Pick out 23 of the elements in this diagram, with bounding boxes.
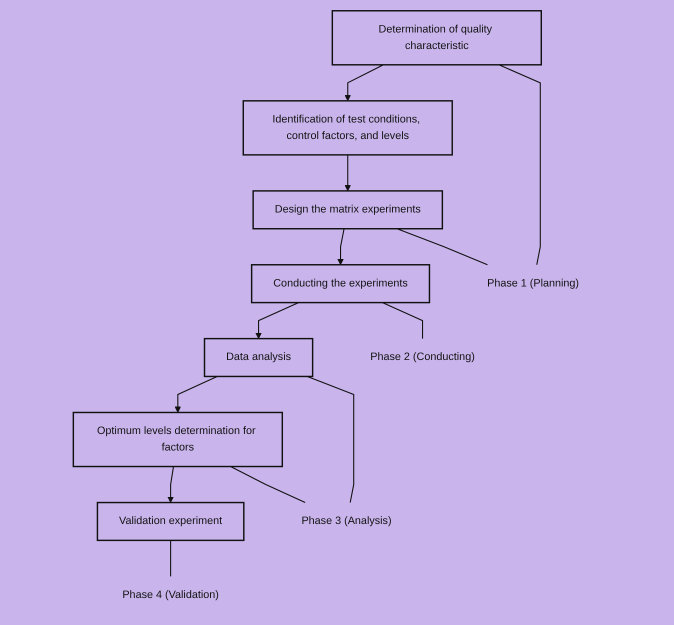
node-text: Phase 3 (Analysis)	[301, 514, 392, 528]
arrow	[174, 376, 218, 413]
connector	[382, 302, 424, 339]
node-box: Determination of quality characteristic	[332, 10, 542, 66]
node-text: Phase 1 (Planning)	[487, 277, 580, 290]
node-text: Phase 2 (Conducting)	[370, 350, 475, 364]
connector	[230, 466, 306, 504]
connector	[498, 64, 541, 265]
node-text: Phase 4 (Validation)	[122, 588, 219, 601]
node-box: Data analysis	[204, 338, 314, 378]
connector	[170, 540, 172, 576]
arrow	[167, 466, 174, 503]
arrow	[337, 228, 345, 266]
connector	[396, 228, 488, 266]
arrow	[344, 154, 351, 192]
arrow	[255, 302, 299, 339]
node-box: Optimum levels determination for factors	[72, 412, 284, 468]
node-box: Validation experiment	[96, 502, 245, 542]
node-box: Identification of test conditions, control factors, and levels	[242, 100, 453, 156]
arrow	[344, 64, 384, 102]
connector	[307, 376, 354, 503]
node-box: Conducting the experiments	[250, 264, 430, 304]
node-box: Design the matrix experiments	[252, 190, 444, 230]
